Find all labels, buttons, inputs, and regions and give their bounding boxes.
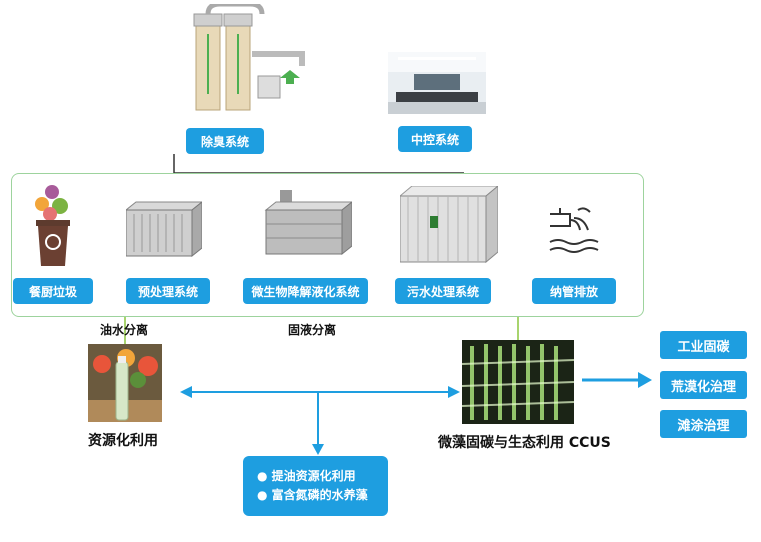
deodor-system-button[interactable]: 除臭系统 xyxy=(186,128,264,154)
ccus-label: 微藻固碳与生态利用 CCUS xyxy=(438,435,611,451)
microbial-liquefaction-button[interactable]: 微生物降解液化系统 xyxy=(243,278,368,304)
sewage-treatment-button[interactable]: 污水处理系统 xyxy=(395,278,491,304)
resource-link xyxy=(180,386,460,455)
kitchen-waste-button[interactable]: 餐厨垃圾 xyxy=(13,278,93,304)
kitchen-waste-bin-illustration xyxy=(35,185,70,266)
outcome-text-2: 富含氮磷的水养藻 xyxy=(271,488,368,502)
control-system-button[interactable]: 中控系统 xyxy=(398,126,472,152)
microbial-reactor-illustration xyxy=(264,190,352,256)
tidal-flat-button[interactable]: 滩涂治理 xyxy=(660,410,747,438)
microalgae-photobioreactor-photo xyxy=(462,340,574,424)
solid-liquid-separation-label: 固液分离 xyxy=(288,323,337,337)
industrial-carbon-button[interactable]: 工业固碳 xyxy=(660,331,747,359)
deodor-tower-illustration xyxy=(193,4,305,111)
bullet: ● xyxy=(257,469,268,483)
outcome-item-1: ● 提油资源化利用 xyxy=(257,467,388,486)
control-room-illustration xyxy=(388,52,486,114)
outcomes-box: ● 提油资源化利用 ● 富含氮磷的水养藻 xyxy=(243,456,388,516)
outcome-item-2: ● 富含氮磷的水养藻 xyxy=(257,486,388,505)
outcome-text-1: 提油资源化利用 xyxy=(271,469,356,483)
pretreatment-button[interactable]: 预处理系统 xyxy=(126,278,210,304)
ccus-arrow xyxy=(582,372,652,388)
bullet: ● xyxy=(257,488,268,502)
resource-utilization-photo xyxy=(88,344,162,422)
pretreatment-machine-illustration xyxy=(126,201,202,258)
resource-utilization-label: 资源化利用 xyxy=(88,433,158,449)
discharge-pipe-icon xyxy=(549,207,599,253)
sewage-treatment-container-illustration xyxy=(400,186,498,264)
discharge-button[interactable]: 纳管排放 xyxy=(532,278,616,304)
oil-water-separation-label: 油水分离 xyxy=(100,323,149,337)
desertification-button[interactable]: 荒漠化治理 xyxy=(660,371,747,399)
